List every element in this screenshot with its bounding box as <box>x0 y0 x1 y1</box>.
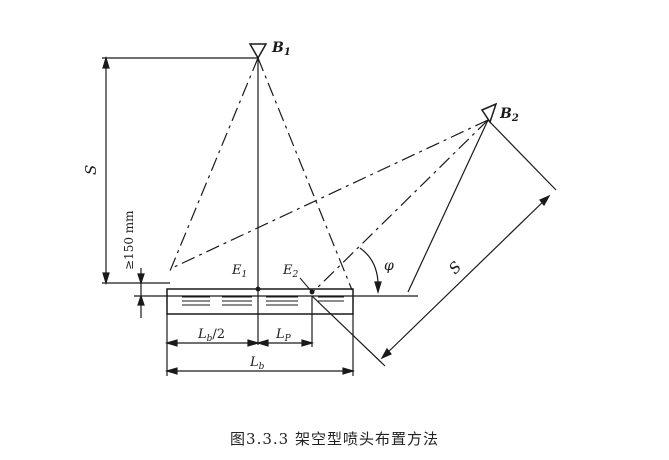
phi-arc-arrow <box>374 281 382 295</box>
lb-half-arrow-right <box>247 339 261 347</box>
e1-point <box>255 286 261 292</box>
s-dimension-arrow-bottom <box>102 272 110 286</box>
label-lb: Lb <box>249 355 265 372</box>
label-e1: E1 <box>231 263 247 280</box>
label-gap: ≥150 mm <box>122 210 136 270</box>
figure-caption: 图3.3.3 架空型喷头布置方法 <box>230 430 439 448</box>
label-b2: B2 <box>499 106 519 124</box>
s-dimension-arrow-top <box>102 55 110 69</box>
b1-spray-right <box>257 57 353 291</box>
object-hatching <box>182 296 344 306</box>
label-b1: B1 <box>271 40 291 58</box>
b1-spray-left <box>169 57 259 272</box>
slant-s-arrow-bottom <box>380 347 392 360</box>
nozzle-b1-icon <box>248 43 268 60</box>
slant-s-extension-top <box>487 119 557 191</box>
nozzle-b2-icon <box>480 102 498 124</box>
lb-arrow-right <box>342 367 356 375</box>
b2-spray-right <box>312 119 489 293</box>
gap-arrow-bottom <box>137 294 145 306</box>
spray-lines <box>169 57 489 293</box>
slant-s-arrow-top <box>539 194 551 207</box>
lb-arrow-left <box>164 367 178 375</box>
label-phi: φ <box>384 258 394 274</box>
label-s-slant: S <box>445 258 465 278</box>
slant-s-extension-bottom <box>311 295 386 367</box>
label-lb-half: Lb/2 <box>197 327 225 344</box>
e2-leader <box>299 277 313 293</box>
lp-arrow-right <box>301 339 315 347</box>
slant-s-dimension-line <box>381 195 550 359</box>
label-lp: LP <box>275 327 292 344</box>
label-e2: E2 <box>282 263 299 280</box>
gap-arrow-top <box>137 273 145 285</box>
lp-arrow-left <box>255 339 269 347</box>
label-s-vertical: S <box>82 165 100 175</box>
lb-half-arrow-left <box>164 339 178 347</box>
b2-axis-line <box>407 119 489 293</box>
b2-spray-left <box>171 119 489 269</box>
